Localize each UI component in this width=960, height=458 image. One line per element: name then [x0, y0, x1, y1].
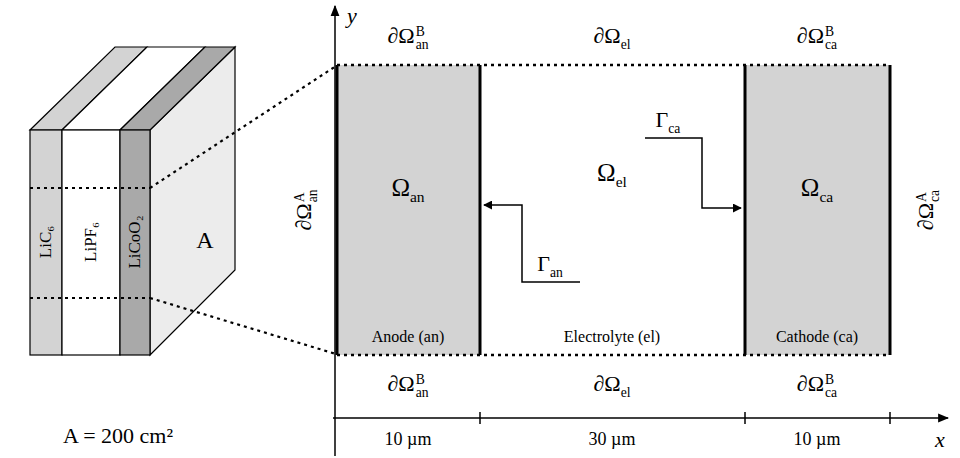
boundary-label: ∂ΩAan — [292, 189, 320, 230]
electrolyte-domain: ΩelElectrolyte (el) — [481, 66, 745, 354]
region-label: Anode (an) — [372, 328, 444, 346]
region-label: Cathode (ca) — [776, 328, 858, 346]
zoom-lines — [30, 66, 336, 354]
region-label: LiCoO₂ — [126, 215, 145, 268]
boundary-label: ∂ΩBan — [387, 24, 428, 52]
cathode-fill — [745, 65, 890, 355]
region-label: LiC₆ — [37, 226, 56, 258]
area-value: A = 200 cm² — [63, 424, 173, 448]
cathode-layer: LiCoO₂ — [120, 130, 150, 355]
boundary-label: ∂ΩBca — [797, 372, 837, 400]
boundary-label: ∂ΩBca — [797, 24, 837, 52]
domain-symbol: Ωel — [597, 159, 627, 190]
axis-label: y — [347, 4, 357, 28]
region-label: LiPF₆ — [82, 222, 101, 262]
region-label: Electrolyte (el) — [564, 328, 660, 346]
dimension-label: 10 µm — [385, 430, 432, 450]
area-label: A — [196, 227, 213, 253]
electrolyte-layer: LiPF₆ — [62, 130, 120, 355]
anode-domain: ΩanAnode (an) — [338, 66, 480, 354]
boundary-label: ∂ΩBan — [387, 372, 428, 400]
interface-label: Γca — [656, 108, 681, 135]
interface-leaders — [484, 138, 741, 282]
cathode-domain: ΩcaCathode (ca) — [746, 66, 890, 354]
axis-label: x — [935, 428, 945, 452]
cell-slab — [30, 47, 235, 355]
boundary-label: ∂Ωel — [593, 372, 630, 399]
dimension-label: 10 µm — [794, 430, 841, 450]
axes — [333, 6, 948, 456]
interface-label: Γan — [537, 252, 563, 279]
dimension-label: 30 µm — [589, 430, 636, 450]
boundary-label: ∂Ωel — [593, 24, 630, 51]
boundary-label: ∂ΩAca — [914, 190, 942, 230]
domain-symbol: Ωan — [391, 174, 424, 205]
domain-symbol: Ωca — [801, 174, 833, 205]
anode-fill — [337, 65, 480, 355]
domain-boundaries — [337, 65, 890, 355]
anode-layer: LiC₆ — [30, 130, 62, 355]
